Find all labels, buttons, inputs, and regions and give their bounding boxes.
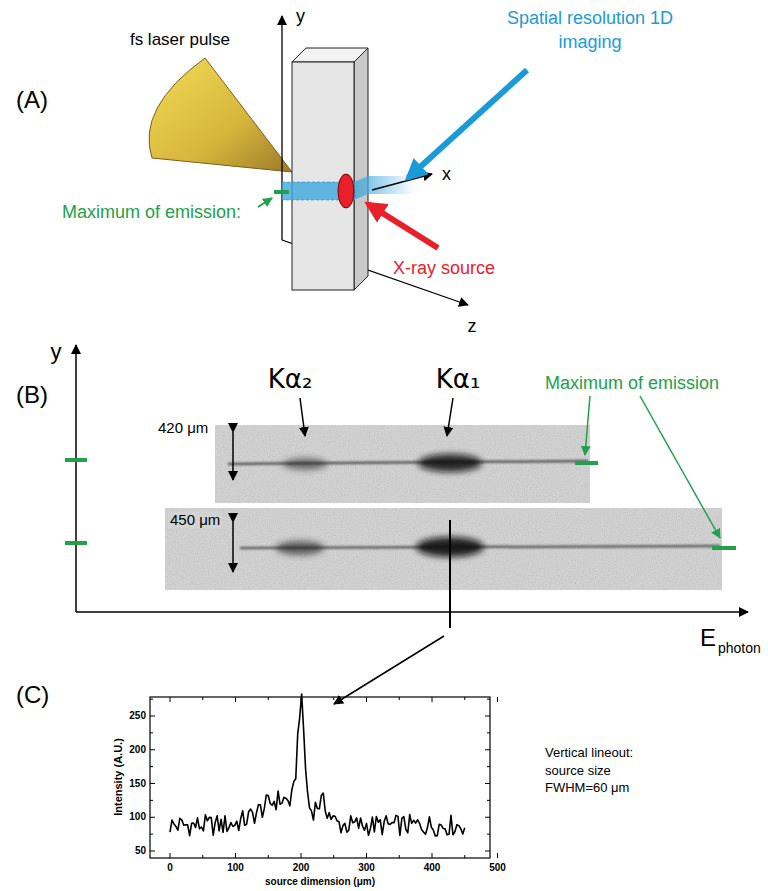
tick-label: 100 xyxy=(227,862,244,874)
energy-axis xyxy=(76,611,748,613)
leader-arrow xyxy=(408,70,527,178)
line-label: Kα₂ xyxy=(268,365,313,395)
axis-title: source dimension (μm) xyxy=(265,876,375,888)
panel-label: (C) xyxy=(16,681,49,709)
y-axis xyxy=(75,345,77,612)
callout-label: X-ray source xyxy=(393,258,495,279)
emission-marker xyxy=(712,546,736,550)
axis-label: x xyxy=(442,164,451,185)
tick-label: 150 xyxy=(129,778,146,790)
panel-label: (B) xyxy=(16,381,48,409)
tick-label: 50 xyxy=(135,845,146,857)
emission-marker xyxy=(65,541,87,545)
emission-marker xyxy=(575,461,598,465)
x-axis xyxy=(372,174,432,190)
tick-label: 300 xyxy=(358,862,375,874)
lineout-plot xyxy=(150,694,498,858)
leader-arrow xyxy=(640,396,720,538)
laser-cone xyxy=(149,58,292,172)
tick-label: 200 xyxy=(129,744,146,756)
tick-label: 500 xyxy=(489,862,506,874)
x-ray-source xyxy=(338,174,354,208)
callout-label: Maximum of emission xyxy=(545,373,719,394)
emission-marker xyxy=(65,458,87,462)
line-label: Kα₁ xyxy=(436,365,481,395)
target-slab xyxy=(292,48,368,290)
callout-label: Maximum of emission: xyxy=(62,202,241,223)
tick-label: 400 xyxy=(424,862,441,874)
axis-title: Intensity (A.U.) xyxy=(112,738,125,816)
spectrum-image xyxy=(165,508,722,590)
dimension-label: 420 μm xyxy=(158,419,208,436)
axis-label: z xyxy=(468,316,477,337)
emission-marker xyxy=(274,190,289,194)
leader-arrow xyxy=(585,396,590,455)
tick-label: 0 xyxy=(167,862,173,874)
axis-label: y xyxy=(51,339,62,364)
leader-arrow xyxy=(447,398,453,436)
leader-arrow xyxy=(300,398,305,436)
axis-ticks xyxy=(150,697,498,858)
tick-label: 250 xyxy=(129,710,146,722)
beam-label: fs laser pulse xyxy=(130,30,230,50)
axis-label: y xyxy=(296,6,305,27)
y-axis xyxy=(281,16,282,240)
dimension-arrow xyxy=(232,432,234,572)
leader-arrow xyxy=(258,198,272,207)
leader-arrow xyxy=(334,636,444,704)
axis-label: photon xyxy=(718,640,761,656)
tick-label: 200 xyxy=(293,862,310,874)
leader-arrow xyxy=(368,204,438,248)
spectrum-image xyxy=(215,425,590,503)
dimension-label: 450 μm xyxy=(168,511,222,528)
lineout-cut xyxy=(449,520,451,628)
tick-label: 100 xyxy=(129,812,146,824)
callout-label: Spatial resolution 1D imaging xyxy=(505,6,675,55)
lineout-curve xyxy=(170,694,465,836)
axis-label: E xyxy=(700,624,716,652)
panel-label: (A) xyxy=(16,86,48,114)
note: Vertical lineout: source size FWHM=60 μm xyxy=(545,744,673,797)
